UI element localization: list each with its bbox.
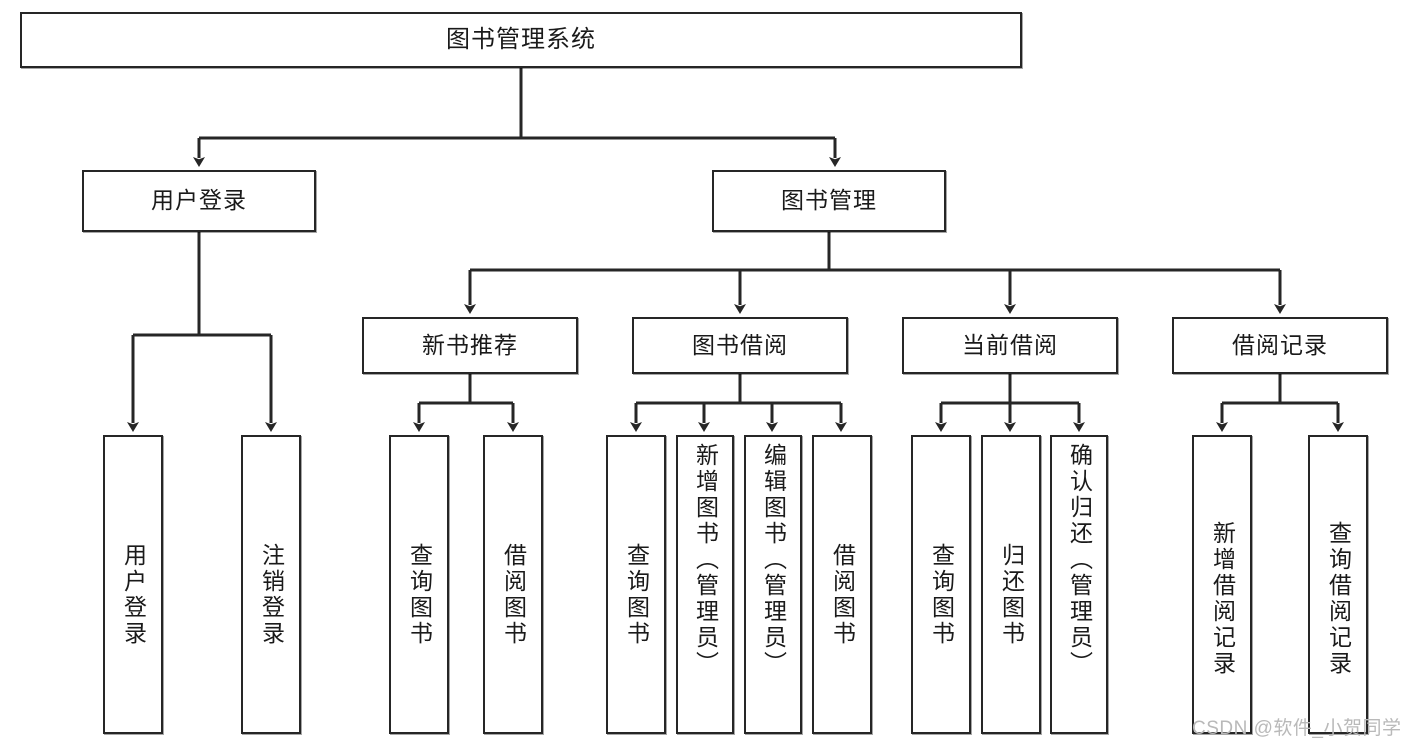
node-label: 新增借阅记录 xyxy=(1209,521,1236,677)
node-label: 图书借阅 xyxy=(692,331,788,358)
leaf-edit-book-admin[interactable]: 编辑图书（管理员） xyxy=(744,435,802,734)
node-label: 查询图书 xyxy=(928,543,955,647)
node-new-book-recommend[interactable]: 新书推荐 xyxy=(362,317,578,374)
node-root-system[interactable]: 图书管理系统 xyxy=(20,12,1022,68)
node-label: 查询图书 xyxy=(406,543,433,647)
node-label: 借阅图书 xyxy=(500,543,527,647)
node-label: 新书推荐 xyxy=(422,331,518,358)
node-label: 借阅图书 xyxy=(829,543,856,647)
node-current-borrow[interactable]: 当前借阅 xyxy=(902,317,1118,374)
node-borrow-record[interactable]: 借阅记录 xyxy=(1172,317,1388,374)
node-label: 用户登录 xyxy=(151,187,247,214)
leaf-borrow-book[interactable]: 借阅图书 xyxy=(812,435,872,734)
leaf-user-login[interactable]: 用户登录 xyxy=(103,435,163,734)
leaf-query-book-recommend[interactable]: 查询图书 xyxy=(389,435,449,734)
node-label: 借阅记录 xyxy=(1232,331,1328,358)
leaf-borrow-book-recommend[interactable]: 借阅图书 xyxy=(483,435,543,734)
node-user-login[interactable]: 用户登录 xyxy=(82,170,316,232)
node-book-management[interactable]: 图书管理 xyxy=(712,170,946,232)
node-label: 查询图书 xyxy=(623,543,650,647)
leaf-query-borrow-record[interactable]: 查询借阅记录 xyxy=(1308,435,1368,734)
node-label: 归还图书 xyxy=(998,543,1025,647)
node-book-borrow[interactable]: 图书借阅 xyxy=(632,317,848,374)
leaf-return-book[interactable]: 归还图书 xyxy=(981,435,1041,734)
csdn-watermark: CSDN @软件_小贺同学 xyxy=(1192,718,1402,739)
node-label: 用户登录 xyxy=(120,543,147,647)
leaf-add-borrow-record[interactable]: 新增借阅记录 xyxy=(1192,435,1252,734)
node-label: 注销登录 xyxy=(258,543,285,647)
leaf-logout[interactable]: 注销登录 xyxy=(241,435,301,734)
node-label: 新增图书（管理员） xyxy=(692,443,719,677)
node-label: 查询借阅记录 xyxy=(1325,521,1352,677)
node-label: 图书管理系统 xyxy=(446,25,596,53)
node-label: 当前借阅 xyxy=(962,331,1058,358)
node-label: 编辑图书（管理员） xyxy=(760,443,787,677)
node-label: 图书管理 xyxy=(781,187,877,214)
node-label: 确认归还（管理员） xyxy=(1066,443,1093,677)
leaf-confirm-return-admin[interactable]: 确认归还（管理员） xyxy=(1050,435,1108,734)
leaf-add-book-admin[interactable]: 新增图书（管理员） xyxy=(676,435,734,734)
leaf-query-book-current[interactable]: 查询图书 xyxy=(911,435,971,734)
leaf-query-book-borrow[interactable]: 查询图书 xyxy=(606,435,666,734)
